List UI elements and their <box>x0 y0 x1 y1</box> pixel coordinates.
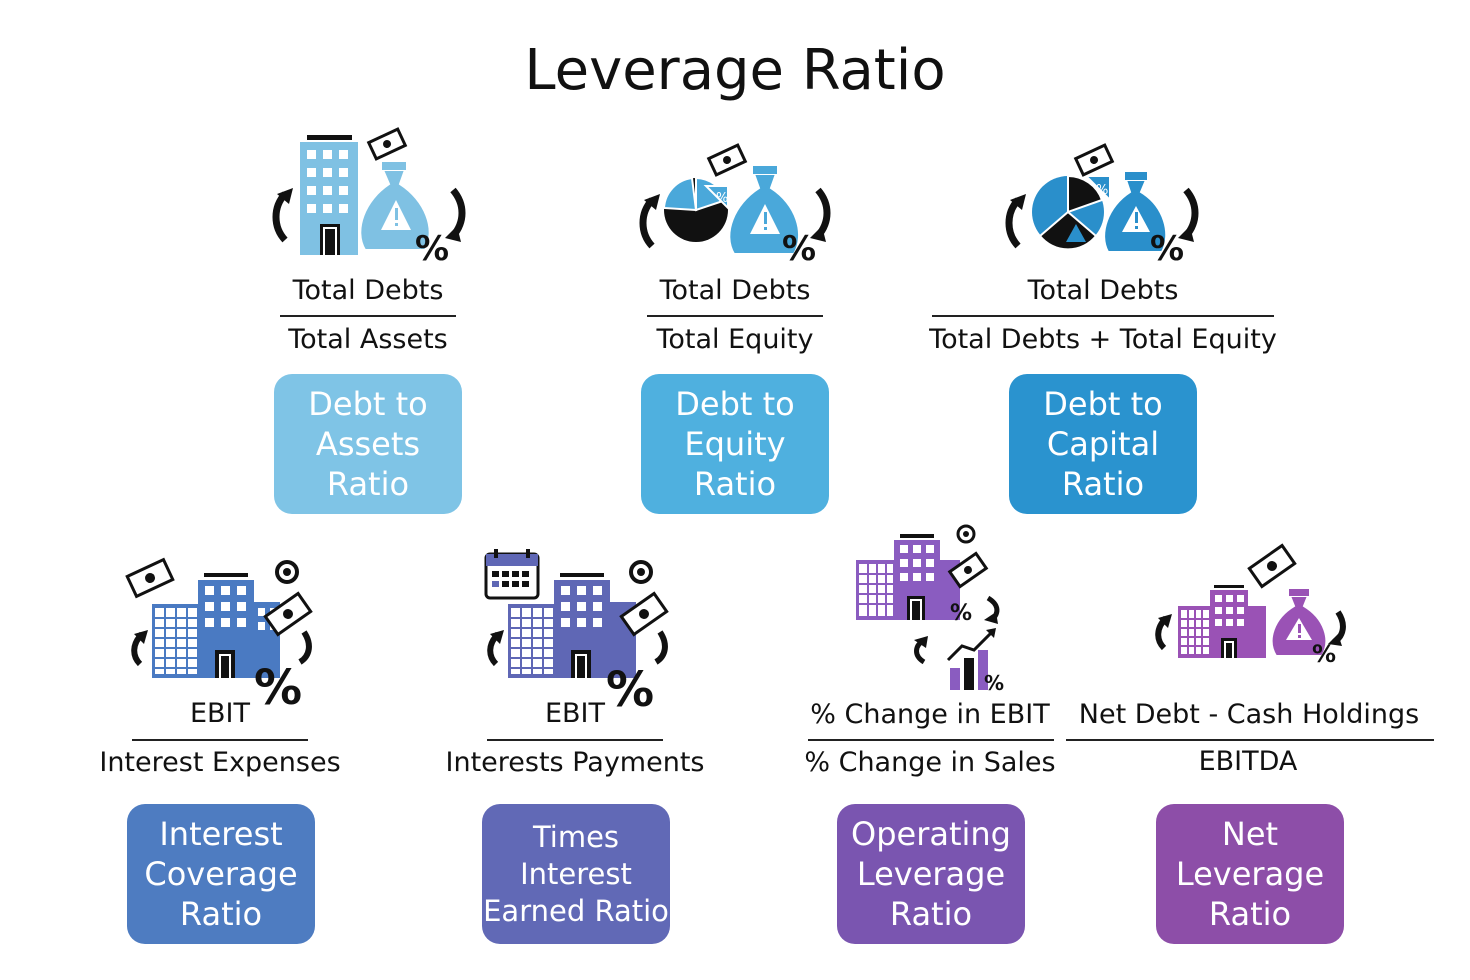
ratio-box-operating-leverage: Operating Leverage Ratio <box>837 804 1025 944</box>
svg-text:%: % <box>1312 640 1336 668</box>
page-title: Leverage Ratio <box>524 38 946 103</box>
fraction-bar <box>647 315 823 317</box>
ratio-box-interest-coverage: Interest Coverage Ratio <box>127 804 315 944</box>
svg-text:%: % <box>716 191 728 206</box>
buildings-moneybag-icon: % <box>1155 543 1346 668</box>
denominator: EBITDA <box>1198 746 1298 777</box>
fraction-bar <box>487 739 663 741</box>
numerator: % Change in EBIT <box>810 699 1050 730</box>
svg-text:%: % <box>950 601 972 626</box>
svg-text:%: % <box>606 662 654 712</box>
buildings-calendar-icon: % <box>484 549 669 712</box>
svg-text:%: % <box>782 229 816 268</box>
denominator: Interest Expenses <box>99 747 341 778</box>
fraction-bar <box>808 739 1054 741</box>
ratio-box-debt-to-assets: Debt to Assets Ratio <box>274 374 462 514</box>
denominator: Total Assets <box>288 324 448 355</box>
ratio-box-debt-to-equity: Debt to Equity Ratio <box>641 374 829 514</box>
ratio-box-debt-to-capital: Debt to Capital Ratio <box>1009 374 1197 514</box>
denominator: Total Debts + Total Equity <box>929 324 1277 355</box>
ratio-box-times-interest-earned: Times Interest Earned Ratio <box>482 804 670 944</box>
numerator: EBIT <box>189 698 251 729</box>
denominator: Total Equity <box>656 324 814 355</box>
fraction-bar <box>132 739 308 741</box>
denominator: % Change in Sales <box>804 747 1056 778</box>
svg-text:%: % <box>1150 229 1184 269</box>
ratio-box-net-leverage: Net Leverage Ratio <box>1156 804 1344 944</box>
numerator: EBIT <box>544 698 606 729</box>
piechart-moneybag-icon: % % <box>639 143 831 268</box>
buildings-growth-chart-icon: % % <box>856 524 1004 695</box>
numerator: Total Debts <box>1027 275 1179 306</box>
svg-text:%: % <box>1096 183 1108 198</box>
svg-text:%: % <box>415 229 449 267</box>
numerator: Total Debts <box>659 275 811 306</box>
numerator: Net Debt - Cash Holdings <box>1078 699 1420 730</box>
piechart-moneybag-icon: % % <box>1005 143 1199 269</box>
denominator: Interests Payments <box>445 747 705 778</box>
fraction-bar <box>932 315 1274 317</box>
buildings-cash-icon: % <box>125 557 313 712</box>
svg-text:%: % <box>984 671 1004 695</box>
building-moneybag-icon: % <box>272 127 466 267</box>
svg-text:%: % <box>254 660 302 712</box>
fraction-bar <box>1066 739 1434 741</box>
numerator: Total Debts <box>292 275 444 306</box>
fraction-bar <box>280 315 456 317</box>
